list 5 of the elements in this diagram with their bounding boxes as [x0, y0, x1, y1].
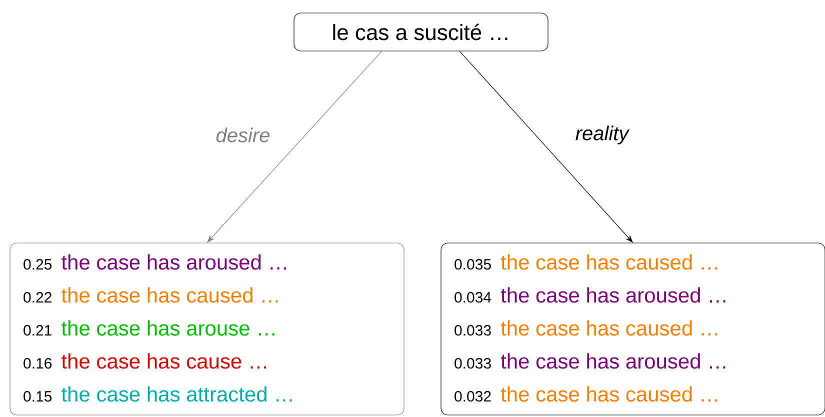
edge-label: desire	[216, 128, 270, 142]
candidate-list-box: 0.035 the case has caused … 0.034 the case has aroused … 0.033 the case has caused … 0.033 the case has aroused … 0.032 the case has caused …	[440, 242, 825, 416]
candidate-list-box: 0.25 the case has aroused … 0.22 the case has caused … 0.21 the case has arouse … 0.16 the case has cause … 0.15 the case has attracted …	[10, 242, 404, 416]
title-box: le cas a suscité …	[294, 12, 548, 52]
edge-label: reality	[576, 126, 630, 144]
